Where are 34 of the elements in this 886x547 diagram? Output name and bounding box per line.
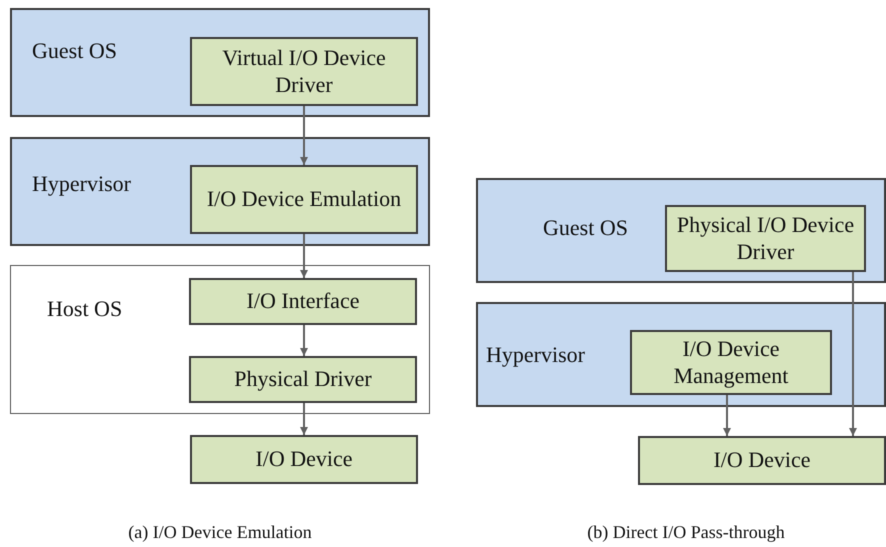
component-box [189, 356, 417, 403]
caption: (a) I/O Device Emulation [128, 522, 312, 543]
component-label: I/O Device Management [672, 336, 790, 389]
component-box [190, 435, 418, 484]
component-label: I/O Device [255, 446, 353, 473]
layer-band [10, 137, 430, 246]
component-box [189, 278, 417, 325]
layer-label: Host OS [47, 296, 122, 322]
layer-label: Hypervisor [486, 342, 585, 368]
layer-label: Guest OS [32, 38, 117, 64]
arrow [300, 234, 308, 278]
caption: (b) Direct I/O Pass-through [587, 522, 785, 543]
layer-band [10, 8, 430, 117]
arrow [300, 325, 308, 356]
arrow [300, 403, 308, 435]
arrow [723, 395, 731, 436]
component-label: I/O Device Emulation [206, 186, 402, 213]
component-label: I/O Device [713, 447, 811, 474]
component-label: Physical I/O Device Driver [676, 212, 856, 265]
component-label: Virtual I/O Device Driver [221, 45, 387, 98]
layer-label: Hypervisor [32, 171, 131, 197]
layer-band [476, 302, 886, 407]
component-box [630, 330, 832, 395]
component-box [190, 165, 418, 234]
layer-band [476, 178, 886, 283]
layer-label: Guest OS [543, 215, 628, 241]
layer-band [10, 265, 430, 414]
arrow [300, 106, 308, 165]
component-box [665, 205, 866, 272]
arrow [849, 272, 857, 436]
component-box [190, 37, 418, 106]
component-label: I/O Interface [246, 288, 360, 315]
component-box [638, 436, 886, 485]
component-label: Physical Driver [234, 366, 372, 393]
